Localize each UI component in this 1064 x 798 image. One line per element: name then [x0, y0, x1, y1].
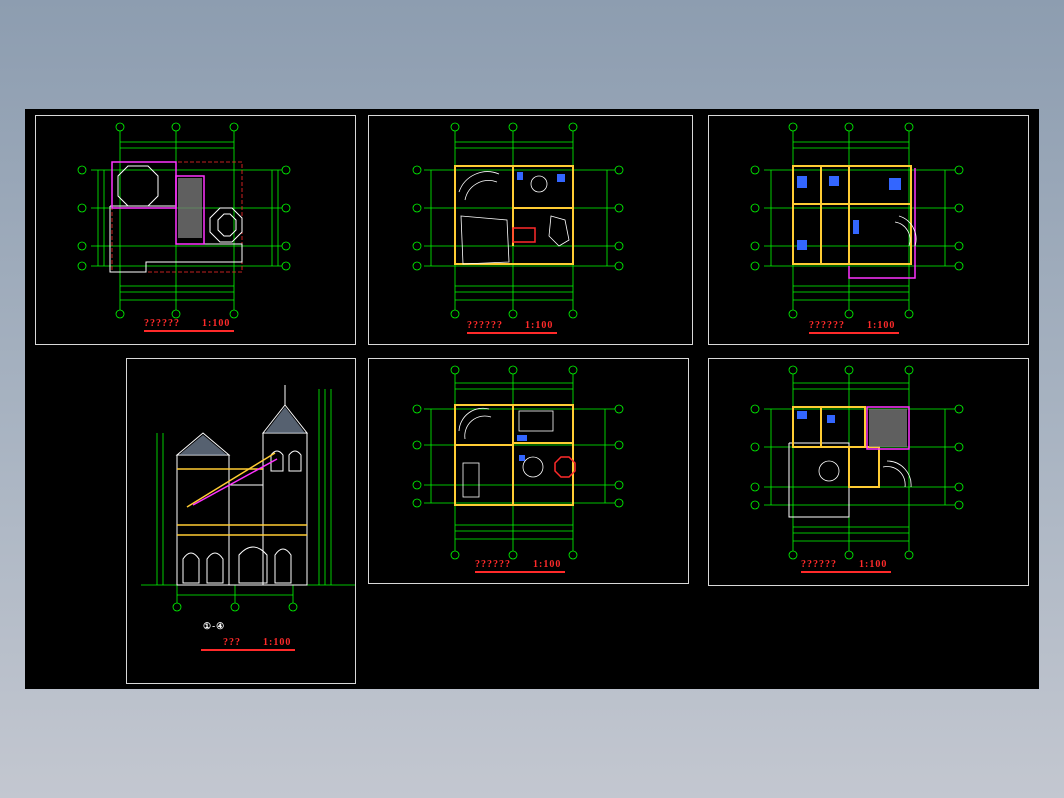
sheet-title: ?????? 1:100 — [475, 559, 566, 573]
ground-floor-drawing — [412, 122, 624, 319]
sheet-ground-floor-plan[interactable]: ?????? 1:100 — [368, 115, 693, 345]
sheet-scale: 1:100 — [533, 559, 562, 570]
sheet-title: ?????? 1:100 — [801, 559, 892, 573]
roof-plan-drawing — [77, 122, 291, 319]
sheet-title-text: ?????? — [467, 320, 503, 331]
sheet-first-floor-plan[interactable]: ?????? 1:100 — [368, 358, 689, 584]
sheet-title: ?????? 1:100 — [467, 320, 558, 334]
sheet-scale: 1:100 — [867, 320, 896, 331]
sheet-title: ?????? 1:100 — [809, 320, 900, 334]
sheet-title: ?????? 1:100 — [144, 318, 235, 332]
elevation-drawing — [141, 385, 355, 612]
third-floor-drawing — [750, 365, 964, 560]
sheet-scale: 1:100 — [859, 559, 888, 570]
sheet-title-text: ?????? — [801, 559, 837, 570]
drawing-canvas[interactable]: ?????? 1:100 — [25, 109, 1039, 689]
sheet-axis-label: ①-④ — [203, 621, 226, 631]
sheet-elevation[interactable]: ①-④ ??? 1:100 — [126, 358, 356, 684]
sheet-title: ??? 1:100 — [201, 637, 296, 651]
sheet-second-floor-plan[interactable]: ?????? 1:100 — [708, 115, 1029, 345]
sheet-scale: 1:100 — [202, 318, 231, 329]
sheet-scale: 1:100 — [525, 320, 554, 331]
sheet-title-text: ?????? — [809, 320, 845, 331]
sheet-title-text: ?????? — [144, 318, 180, 329]
sheet-roof-plan[interactable]: ?????? 1:100 — [35, 115, 356, 345]
sheet-third-floor-plan[interactable]: ?????? 1:100 — [708, 358, 1029, 586]
sheet-title-text: ??? — [223, 637, 241, 648]
second-floor-drawing — [750, 122, 964, 319]
sheet-title-text: ?????? — [475, 559, 511, 570]
sheet-scale: 1:100 — [263, 637, 292, 648]
first-floor-drawing — [412, 365, 624, 560]
